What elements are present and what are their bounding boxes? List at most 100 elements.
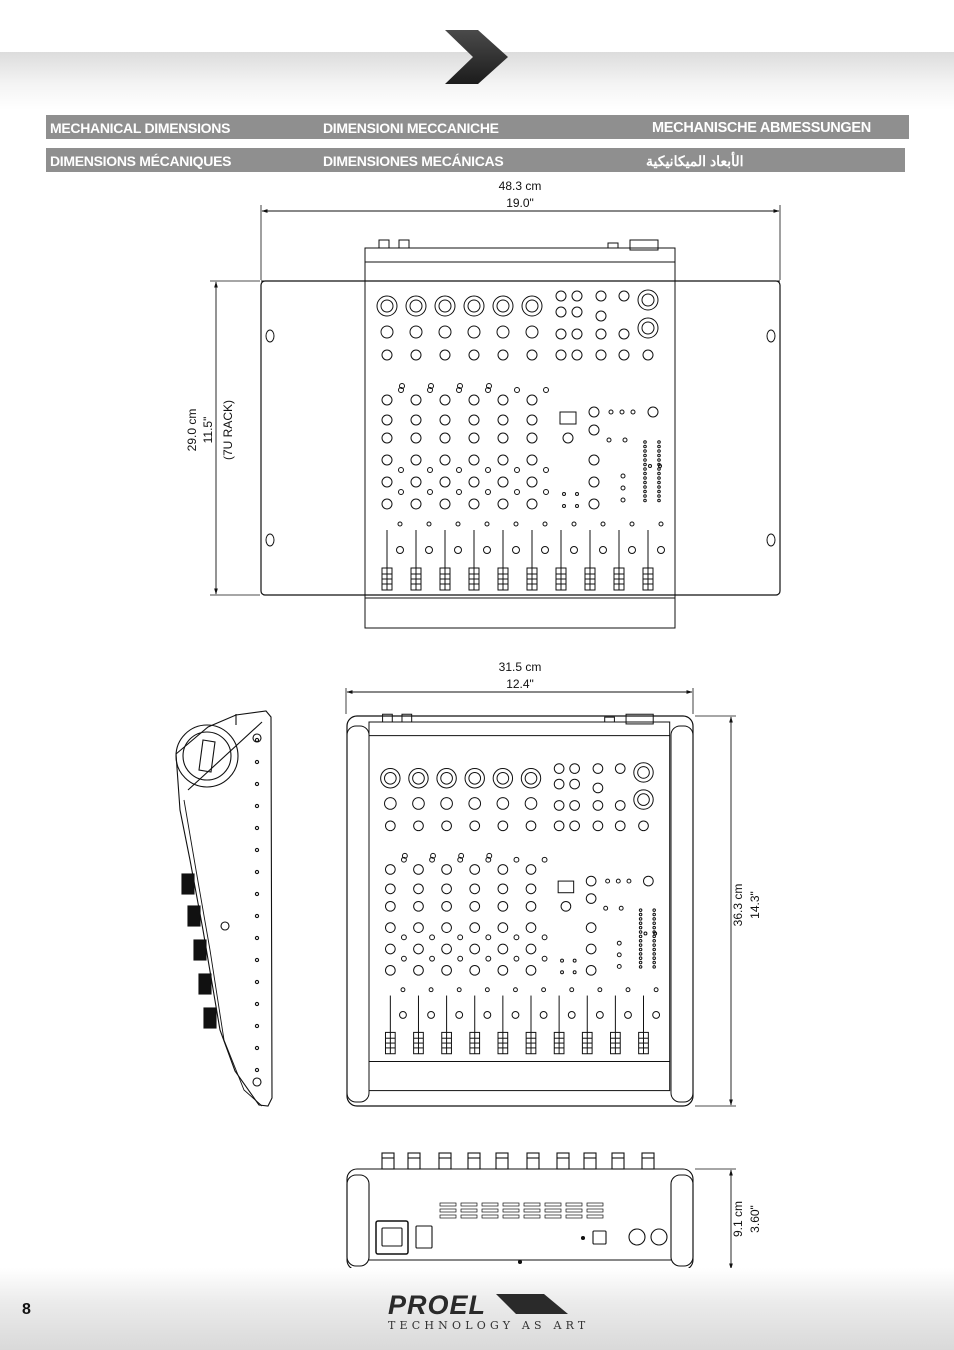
eq-knob-icon [526, 414, 538, 426]
eq-knob-icon [497, 454, 509, 466]
eq-knob-icon [469, 922, 481, 933]
eq-knob-icon [468, 454, 480, 466]
rack-width-dimension: 48.3 cm 19.0" [260, 179, 781, 280]
eq-knob-icon [497, 900, 509, 912]
gain-knob-icon [384, 820, 396, 832]
xlr-output-icon [637, 317, 659, 339]
eq-knob-icon [381, 394, 393, 406]
chevron-arrow-icon [445, 30, 508, 84]
jack-input-icon [467, 325, 481, 339]
rear-knob-icon [495, 1152, 509, 1170]
height-dimension: 9.1 cm 3.60" [695, 1168, 762, 1271]
gain-knob-icon [469, 820, 481, 832]
eq-knob-icon [381, 498, 393, 510]
side-knob-icon [181, 873, 195, 895]
eq-knob-icon [410, 432, 422, 444]
eq-knob-icon [384, 922, 396, 933]
eq-knob-icon [525, 964, 537, 976]
eq-knob-icon [384, 964, 396, 976]
jack-input-icon [524, 797, 538, 810]
eq-knob-icon [441, 883, 452, 895]
rack-units: (7U RACK) [221, 400, 235, 460]
eq-knob-icon [497, 476, 509, 488]
eq-knob-icon [384, 864, 396, 875]
eq-knob-icon [526, 394, 538, 406]
heading-bar-1: MECHANICAL DIMENSIONS DIMENSIONI MECCANI… [46, 115, 909, 139]
eq-knob-icon [439, 498, 451, 510]
heading-ar: الأبعاد الميكانيكية [646, 153, 744, 169]
rear-knob-icon [611, 1152, 625, 1170]
xlr-output-icon [633, 789, 654, 810]
gain-knob-icon [381, 349, 393, 361]
heading-de: MECHANISCHE ABMESSUNGEN [652, 120, 871, 136]
brand-tagline: TECHNOLOGY AS ART [388, 1319, 590, 1332]
xlr-output-icon [637, 289, 659, 311]
eq-knob-icon [525, 943, 537, 955]
eq-knob-icon [468, 414, 480, 426]
jack-input-icon [525, 325, 539, 339]
rear-knob-icon [556, 1152, 570, 1170]
xlr-input-icon [492, 295, 514, 317]
eq-knob-icon [413, 943, 424, 955]
xlr-input-icon [408, 768, 429, 789]
eq-knob-icon [413, 964, 424, 976]
eq-knob-icon [468, 476, 480, 488]
eq-knob-icon [469, 864, 481, 875]
eq-knob-icon [410, 414, 422, 426]
xlr-input-icon [520, 768, 542, 789]
eq-knob-icon [413, 900, 424, 912]
eq-knob-icon [526, 432, 538, 444]
eq-knob-icon [381, 476, 393, 488]
eq-knob-icon [526, 454, 538, 466]
eq-knob-icon [468, 498, 480, 510]
top-width-dimension: 31.5 cm 12.4" [345, 660, 694, 714]
side-knob-icon [203, 1007, 217, 1029]
jack-input-icon [496, 325, 510, 339]
eq-knob-icon [497, 394, 509, 406]
rear-knob-icon [438, 1152, 452, 1170]
eq-knob-icon [469, 900, 481, 912]
jack-input-icon [440, 797, 453, 810]
eq-knob-icon [384, 943, 396, 955]
depth-dimension: 36.3 cm 14.3" [695, 715, 762, 1107]
rear-knob-icon [526, 1152, 540, 1170]
eq-knob-icon [497, 922, 509, 933]
eq-knob-icon [468, 394, 480, 406]
gain-knob-icon [497, 820, 509, 832]
xlr-input-icon [436, 768, 457, 789]
jack-input-icon [380, 325, 394, 339]
eq-knob-icon [525, 864, 537, 875]
xlr-output-icon [633, 762, 654, 783]
rear-knob-icon [467, 1152, 481, 1170]
eq-knob-icon [413, 922, 424, 933]
eq-knob-icon [525, 883, 537, 895]
rack-height-cm: 29.0 cm [185, 409, 199, 452]
bottom-gradient-band [0, 1268, 954, 1350]
side-knob-icon [193, 939, 207, 961]
eq-knob-icon [469, 883, 481, 895]
eq-knob-icon [384, 883, 396, 895]
eq-knob-icon [381, 432, 393, 444]
eq-knob-icon [439, 414, 451, 426]
jack-input-icon [412, 797, 425, 810]
xlr-input-icon [405, 295, 427, 317]
rear-knob-icon [583, 1152, 597, 1170]
eq-knob-icon [439, 476, 451, 488]
eq-knob-icon [525, 922, 537, 933]
eq-knob-icon [441, 900, 452, 912]
jack-input-icon [496, 797, 510, 810]
eq-knob-icon [441, 964, 452, 976]
rack-height-dimension: 29.0 cm 11.5" (7U RACK) [185, 280, 260, 596]
jack-input-icon [438, 325, 452, 339]
jack-input-icon [468, 797, 482, 810]
depth-cm: 36.3 cm [731, 884, 745, 927]
rear-view [346, 1152, 694, 1271]
rack-width-in: 19.0" [506, 196, 534, 210]
logo-swoosh-icon [496, 1294, 568, 1314]
xlr-input-icon [434, 295, 456, 317]
rack-width-cm: 48.3 cm [499, 179, 542, 193]
eq-knob-icon [497, 864, 509, 875]
side-view [175, 710, 273, 1107]
rear-knob-icon [381, 1152, 395, 1170]
